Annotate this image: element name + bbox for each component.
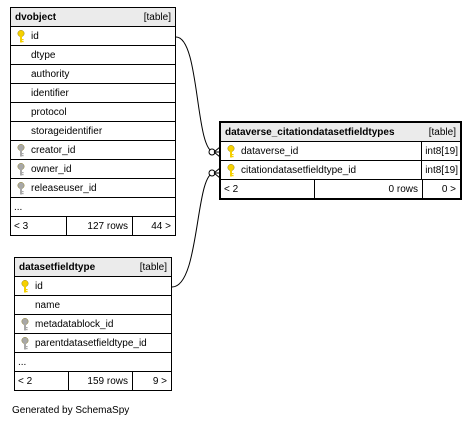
column-name: metadatablock_id bbox=[35, 318, 114, 330]
column-row[interactable]: protocol bbox=[11, 103, 175, 122]
column-row[interactable]: owner_id bbox=[11, 160, 175, 179]
table-name: dataverse_citationdatasetfieldtypes bbox=[225, 126, 395, 138]
column-row[interactable]: name bbox=[15, 296, 171, 315]
parents-link[interactable]: 0 > bbox=[441, 183, 456, 195]
column-name: authority bbox=[31, 68, 70, 80]
column-name: name bbox=[35, 299, 61, 311]
table-datasetfieldtype[interactable]: datasetfieldtype [table] id name metadatab… bbox=[14, 257, 172, 391]
row-count: 127 rows bbox=[67, 217, 133, 235]
column-datatype: int8[19] bbox=[421, 161, 460, 179]
table-name: datasetfieldtype bbox=[19, 261, 96, 273]
column-row[interactable]: metadatablock_id bbox=[15, 315, 171, 334]
column-row[interactable]: parentdatasetfieldtype_id bbox=[15, 334, 171, 353]
column-name: citationdatasetfieldtype_id bbox=[241, 164, 357, 176]
column-name: dtype bbox=[31, 49, 56, 61]
column-row[interactable]: id bbox=[11, 27, 175, 46]
relationship-dvobject-to-dataverse-citation bbox=[175, 36, 215, 153]
foreign-key-icon bbox=[14, 162, 28, 176]
row-count: 159 rows bbox=[69, 372, 133, 390]
generated-by-label: Generated by SchemaSpy bbox=[12, 405, 130, 416]
table-dataverse-citationdatasetfieldtypes[interactable]: dataverse_citationdatasetfieldtypes [tab… bbox=[219, 121, 462, 200]
table-footer: < 2 0 rows 0 > bbox=[221, 180, 460, 198]
children-link[interactable]: < 3 bbox=[11, 217, 67, 235]
children-link[interactable]: < 2 bbox=[221, 180, 315, 198]
column-row[interactable]: creator_id bbox=[11, 141, 175, 160]
foreign-key-icon bbox=[14, 181, 28, 195]
foreign-key-icon bbox=[18, 336, 32, 350]
column-name: dataverse_id bbox=[241, 145, 299, 157]
primary-key-icon bbox=[224, 163, 238, 177]
column-name: protocol bbox=[31, 106, 67, 118]
relationship-datasetfieldtype-to-dataverse-citation bbox=[171, 172, 215, 288]
table-header: datasetfieldtype [table] bbox=[15, 258, 171, 277]
table-name: dvobject bbox=[15, 11, 57, 23]
parents-link[interactable]: 9 > bbox=[152, 375, 167, 387]
column-name: parentdatasetfieldtype_id bbox=[35, 337, 147, 349]
foreign-key-icon bbox=[14, 143, 28, 157]
column-list: id dtype authority identifier protocol storag… bbox=[11, 27, 175, 198]
table-dvobject[interactable]: dvobject [table] id dtype authority identif… bbox=[10, 7, 176, 236]
column-name: creator_id bbox=[31, 144, 76, 156]
column-row[interactable]: storageidentifier bbox=[11, 122, 175, 141]
column-name: owner_id bbox=[31, 163, 72, 175]
column-row[interactable]: identifier bbox=[11, 84, 175, 103]
table-footer: < 3 127 rows 44 > bbox=[11, 217, 175, 235]
column-name: identifier bbox=[31, 87, 69, 99]
table-type: [table] bbox=[428, 126, 456, 138]
row-count: 0 rows bbox=[315, 180, 423, 198]
column-row[interactable]: id bbox=[15, 277, 171, 296]
more-columns: ... bbox=[11, 198, 175, 217]
column-row[interactable]: dtype bbox=[11, 46, 175, 65]
column-row[interactable]: authority bbox=[11, 65, 175, 84]
children-link[interactable]: < 2 bbox=[15, 372, 69, 390]
foreign-key-icon bbox=[18, 317, 32, 331]
primary-key-icon bbox=[18, 279, 32, 293]
column-datatype: int8[19] bbox=[421, 142, 460, 160]
column-row[interactable]: citationdatasetfieldtype_id int8[19] bbox=[221, 161, 460, 180]
more-columns: ... bbox=[15, 353, 171, 372]
table-type: [table] bbox=[139, 261, 167, 273]
column-name: id bbox=[31, 30, 39, 42]
table-type: [table] bbox=[143, 11, 171, 23]
primary-key-icon bbox=[14, 29, 28, 43]
column-name: releaseuser_id bbox=[31, 182, 97, 194]
table-header: dataverse_citationdatasetfieldtypes [tab… bbox=[221, 123, 460, 142]
column-row[interactable]: releaseuser_id bbox=[11, 179, 175, 198]
column-list: id name metadatablock_id parentdatasetfield… bbox=[15, 277, 171, 353]
column-name: storageidentifier bbox=[31, 125, 103, 137]
table-header: dvobject [table] bbox=[11, 8, 175, 27]
parents-link[interactable]: 44 > bbox=[151, 220, 171, 232]
table-footer: < 2 159 rows 9 > bbox=[15, 372, 171, 390]
column-name: id bbox=[35, 280, 43, 292]
primary-key-icon bbox=[224, 144, 238, 158]
column-row[interactable]: dataverse_id int8[19] bbox=[221, 142, 460, 161]
